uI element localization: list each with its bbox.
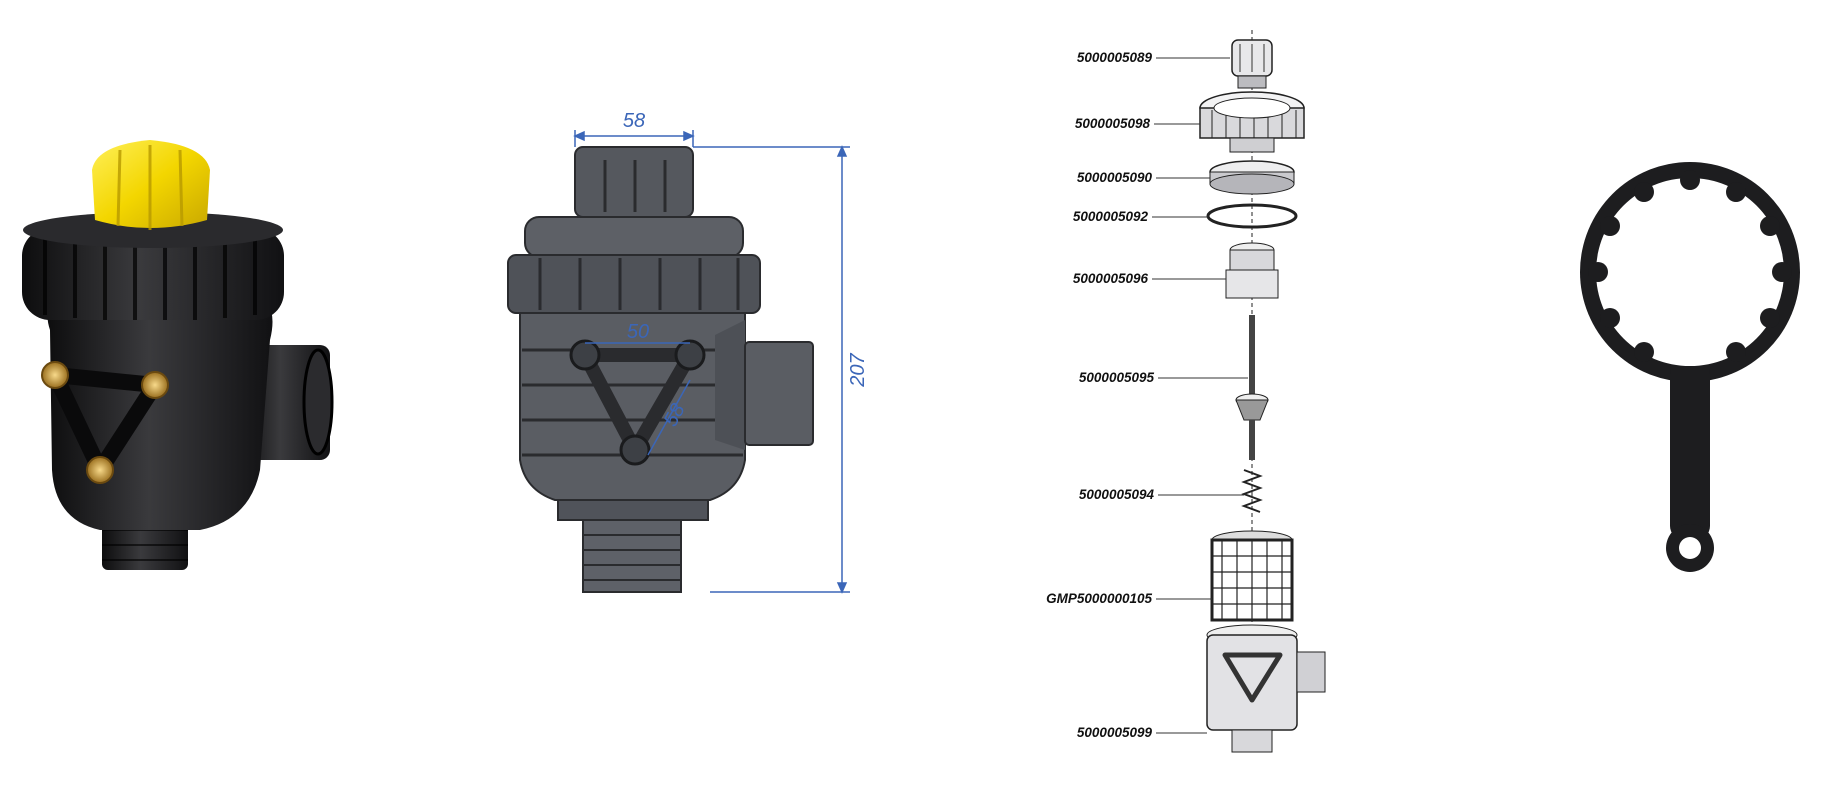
part-label: 5000005095 <box>1079 370 1155 385</box>
filter-wrench <box>1560 0 1820 791</box>
part-label: 5000005089 <box>1077 50 1153 65</box>
drawing-ring-nut <box>507 254 761 314</box>
part-label: 5000005094 <box>1079 487 1155 502</box>
product-photo <box>0 0 340 791</box>
part-label: 5000005090 <box>1077 170 1153 185</box>
dim-top-width: 58 <box>623 110 645 132</box>
part-label: 5000005098 <box>1075 116 1151 131</box>
drawing-thread <box>582 519 682 593</box>
filter-wrench-svg <box>1580 162 1800 572</box>
dim-height: 207 <box>847 352 869 387</box>
brass-fitting <box>86 456 114 484</box>
drawing-ports <box>569 339 706 466</box>
filter-body <box>47 290 273 530</box>
part-label: 5000005092 <box>1073 209 1149 224</box>
part-label: GMP5000000105 <box>1046 591 1152 606</box>
part-label: 5000005099 <box>1077 725 1153 740</box>
brass-fitting <box>141 371 169 399</box>
wrench-opening <box>1596 178 1784 366</box>
dimension-lines <box>573 130 850 594</box>
part-cap-knob <box>1231 39 1273 89</box>
wrench-hang-hole <box>1679 537 1701 559</box>
part-filter-body <box>1206 624 1326 753</box>
filter-photo-illustration <box>22 140 334 570</box>
part-o-ring <box>1206 203 1298 229</box>
part-valve-seat <box>1225 242 1279 299</box>
dim-port-spacing: 50 <box>627 321 649 343</box>
part-valve-stem <box>1235 315 1269 460</box>
exploded-view-svg: 5000005089 5000005098 5000005090 5000005… <box>1046 30 1326 753</box>
part-ring-nut <box>1199 91 1305 153</box>
part-label: 5000005096 <box>1073 271 1149 286</box>
pressure-ports <box>41 361 169 484</box>
leader-lines <box>1152 57 1248 734</box>
part-cover-disc <box>1209 160 1295 195</box>
exploded-view: 5000005089 5000005098 5000005090 5000005… <box>1046 0 1400 791</box>
dimension-drawing: 58 207 50 58 <box>470 0 890 791</box>
ring-nut <box>22 228 284 320</box>
part-mesh-cartridge <box>1210 530 1294 622</box>
drawing-outlet <box>744 341 814 446</box>
part-spring <box>1241 469 1263 513</box>
wrench-teeth <box>1588 170 1792 362</box>
brass-fitting <box>41 361 69 389</box>
dimension-drawing-svg: 58 207 50 58 <box>507 110 869 594</box>
